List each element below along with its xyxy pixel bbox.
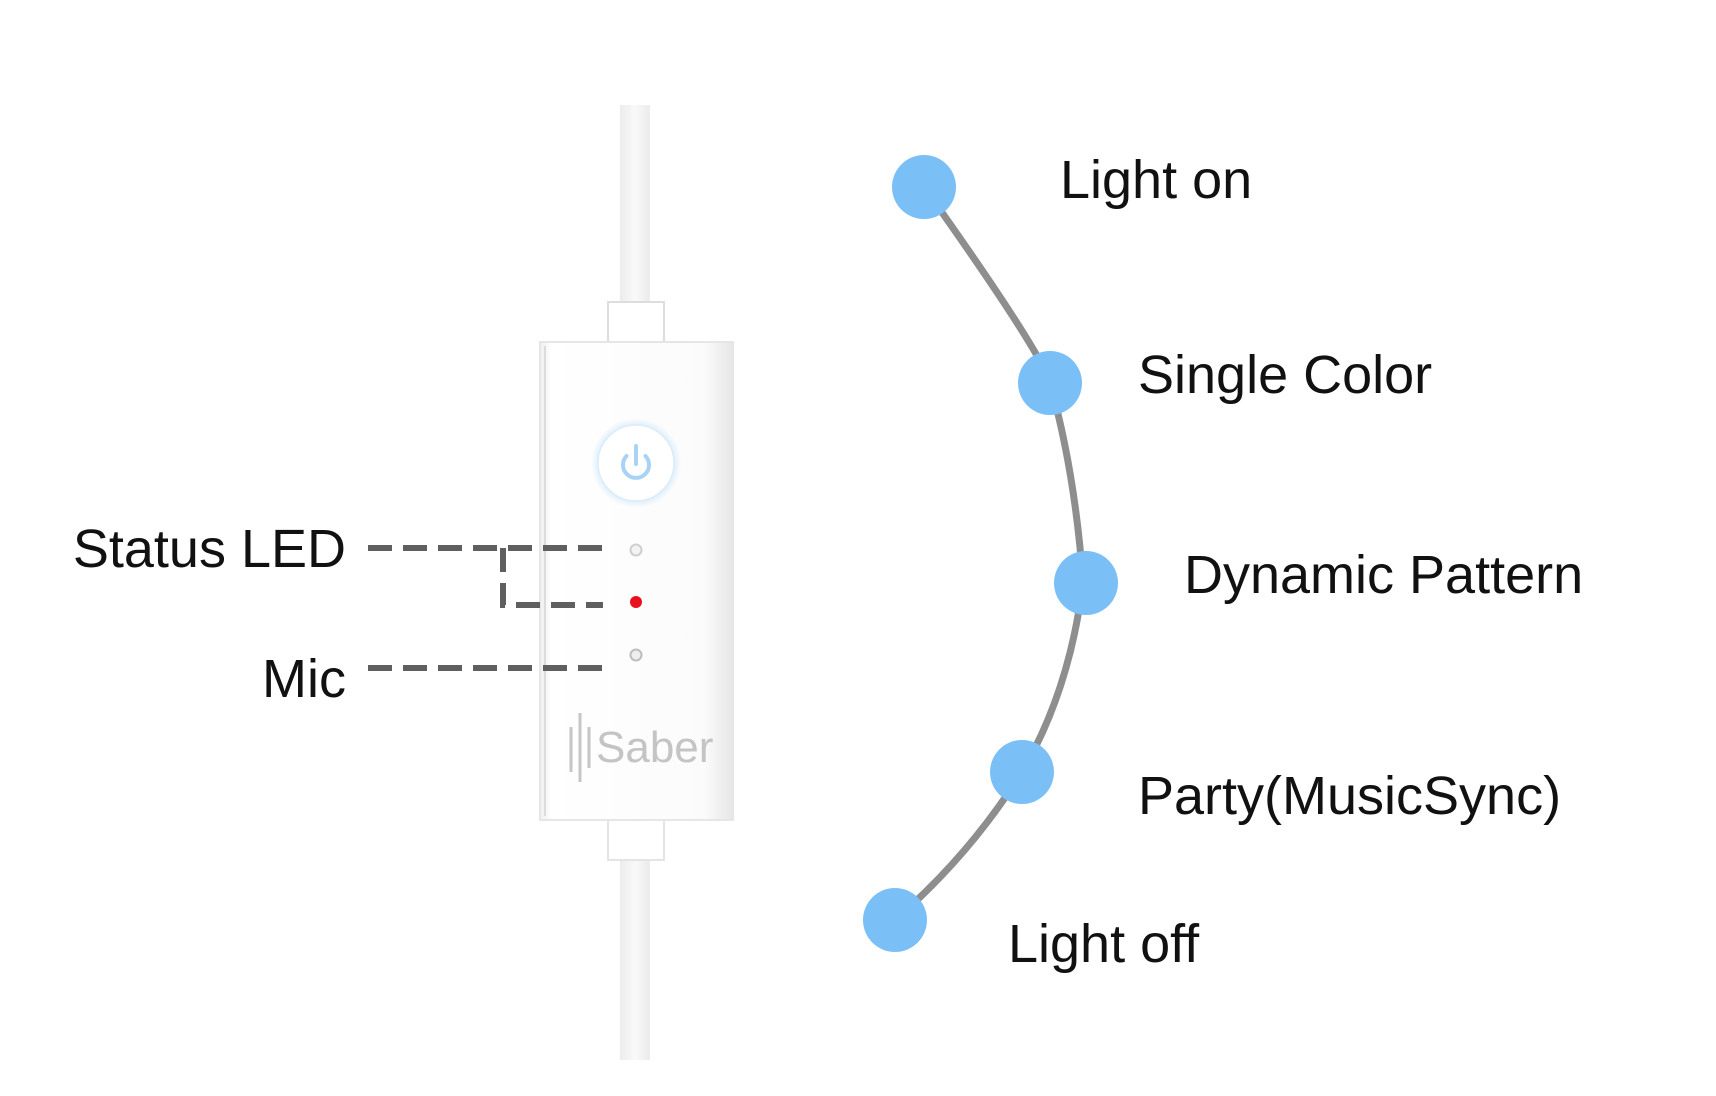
power-button[interactable] — [597, 424, 675, 502]
brand-logo: Saber — [569, 713, 713, 782]
power-icon — [621, 444, 651, 480]
cable-top — [620, 105, 650, 305]
mic-hole — [629, 648, 643, 662]
mode-node-light-off[interactable] — [863, 888, 927, 952]
mode-label-light-on: Light on — [1060, 150, 1252, 210]
mode-node-single-color[interactable] — [1018, 351, 1082, 415]
mode-node-party-musicsync[interactable] — [990, 740, 1054, 804]
remote-control: Saber — [539, 105, 734, 1060]
mode-node-dynamic-pattern[interactable] — [1054, 551, 1118, 615]
mode-node-light-on[interactable] — [892, 155, 956, 219]
status-led — [630, 596, 642, 608]
mode-label-dynamic-pattern: Dynamic Pattern — [1184, 545, 1583, 605]
mode-label-party-musicsync: Party(MusicSync) — [1138, 766, 1561, 826]
status-led-leader-branch — [500, 548, 603, 608]
brand-wordmark: Saber — [596, 723, 713, 772]
led-hole-top — [629, 543, 643, 557]
cable-collar-bottom — [607, 817, 665, 861]
cable-bottom — [620, 855, 650, 1060]
status-led-label: Status LED — [73, 519, 346, 579]
mic-label: Mic — [262, 649, 346, 709]
mode-label-light-off: Light off — [1008, 914, 1200, 974]
cable-collar-top — [607, 301, 665, 343]
mode-nodes — [863, 155, 1118, 952]
mode-arc — [891, 183, 1087, 924]
mode-label-single-color: Single Color — [1138, 345, 1432, 405]
mode-labels: Light on Single Color Dynamic Pattern Pa… — [1008, 150, 1583, 974]
leader-lines — [368, 545, 603, 671]
